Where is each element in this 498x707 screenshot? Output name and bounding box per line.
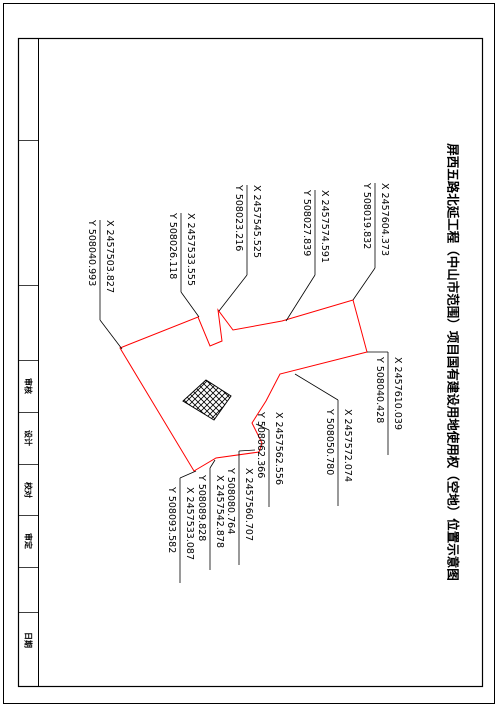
coord-6-x: X 2457610.039 [392, 357, 403, 430]
title-block-cell-1: 审核 [24, 378, 34, 394]
coord-1-y: Y 508019.832 [361, 182, 372, 249]
coord-9-y: Y 508080.764 [225, 467, 236, 534]
coord-5-x: X 2457503.827 [104, 220, 115, 293]
outer-frame [3, 3, 495, 704]
parcel-boundary [119, 299, 368, 472]
coord-10-x: X 2457542.878 [214, 475, 225, 548]
coord-3-y: Y 508023.216 [233, 184, 244, 251]
coord-4-x: X 2457533.555 [185, 213, 196, 286]
coord-3-x: X 2457545.525 [251, 185, 262, 258]
coord-2-x: X 2457574.591 [319, 190, 330, 263]
drawing-title: 屏西五路北延工程（中山市范围）项目国有建设用地使用权（空地）位置示意图 [446, 142, 461, 581]
coord-7-x: X 2457572.074 [342, 409, 353, 482]
coord-9-x: X 2457560.707 [243, 468, 254, 541]
coordinate-labels: X 2457604.373 Y 508019.832 X 2457574.591… [86, 182, 403, 560]
coord-6-y: Y 508040.428 [374, 356, 385, 423]
coord-1-x: X 2457604.373 [379, 183, 390, 256]
title-block-cell-2: 设计 [24, 430, 34, 446]
coord-11-y: Y 508093.582 [166, 486, 177, 553]
title-block-cell-5: 日期 [24, 632, 34, 648]
coord-8-x: X 2457562.556 [273, 412, 284, 485]
title-block: 审核 设计 校对 审定 日期 [18, 38, 39, 687]
coord-7-y: Y 508050.780 [324, 408, 335, 475]
hatched-site-marker [182, 379, 232, 421]
coord-11-x: X 2457533.087 [184, 487, 195, 560]
inner-frame [17, 37, 484, 688]
title-block-cell-3: 校对 [24, 482, 34, 498]
leader-lines [99, 183, 389, 583]
coord-8-y: Y 508062.366 [255, 411, 266, 478]
coord-2-y: Y 508027.839 [301, 189, 312, 256]
title-block-cell-4: 审定 [24, 533, 34, 549]
coord-4-y: Y 508026.118 [167, 212, 178, 279]
coord-10-y: Y 508089.828 [196, 474, 207, 541]
coord-5-y: Y 508040.993 [86, 219, 97, 286]
